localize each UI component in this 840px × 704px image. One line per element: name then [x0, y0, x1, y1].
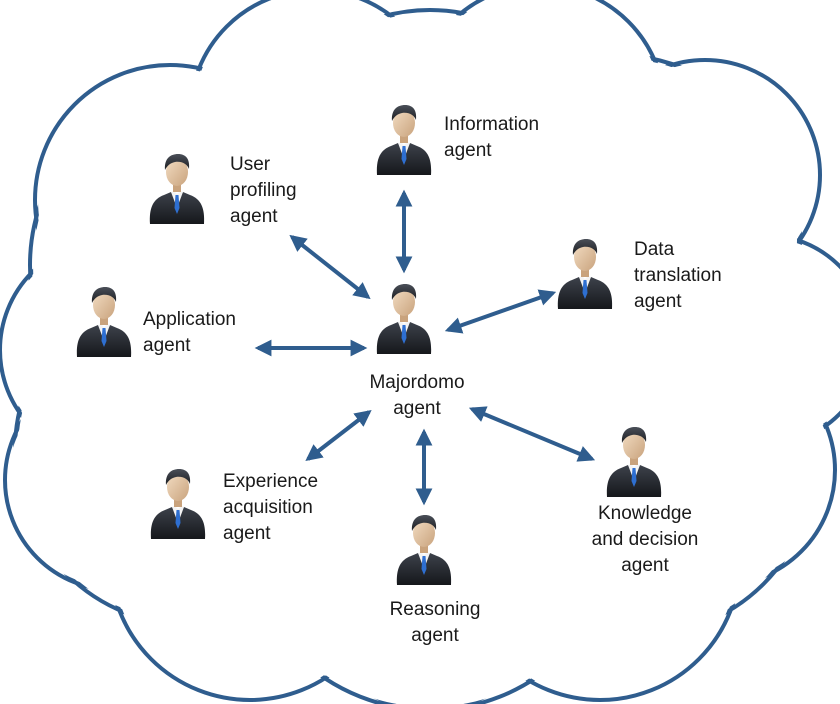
agent-label-line: Experience — [223, 471, 318, 492]
agent-label-line: agent — [634, 291, 682, 312]
agent-information: Information agent — [376, 105, 539, 175]
agent-user-profiling: User profiling agent — [149, 154, 297, 227]
agent-label: Data translation agent — [634, 239, 722, 312]
agent-reasoning: Reasoning agent — [390, 515, 481, 646]
agent-label: Experience acquisition agent — [223, 471, 318, 544]
agent-label-line: agent — [393, 398, 441, 419]
arrow-majordomo-experience-acquisition — [305, 409, 372, 462]
agent-label-line: acquisition — [223, 497, 313, 518]
agent-knowledge-decision: Knowledge and decision agent — [592, 427, 699, 576]
agent-label-line: translation — [634, 265, 722, 286]
agent-label-line: agent — [411, 625, 459, 646]
agent-label: Application agent — [143, 309, 236, 356]
connection-arrows — [254, 189, 596, 506]
agent-label-line: Application — [143, 309, 236, 330]
agent-label-line: agent — [621, 555, 669, 576]
arrow-majordomo-user-profiling — [289, 234, 371, 300]
agent-label-line: agent — [230, 206, 278, 227]
agent-label: Reasoning agent — [390, 599, 481, 646]
agent-label: Information agent — [444, 114, 539, 161]
agent-data-translation: Data translation agent — [557, 239, 722, 312]
arrow-majordomo-knowledge-decision — [468, 406, 596, 462]
agent-majordomo: Majordomo agent — [369, 284, 465, 419]
agent-label-line: User — [230, 154, 271, 175]
agent-label-line: agent — [223, 523, 271, 544]
agent-label-line: agent — [444, 140, 492, 161]
agent-label-line: Data — [634, 239, 675, 260]
agent-label-line: Majordomo — [369, 372, 464, 393]
agent-experience-acquisition: Experience acquisition agent — [150, 469, 318, 544]
agent-label-line: agent — [143, 335, 191, 356]
agent-label-line: Reasoning — [390, 599, 481, 620]
agent-label-line: and decision — [592, 529, 699, 550]
agent-label-line: Information — [444, 114, 539, 135]
agent-label: User profiling agent — [230, 154, 297, 227]
agent-label: Majordomo agent — [369, 372, 464, 419]
agent-application: Application agent — [76, 287, 236, 357]
agent-label-line: profiling — [230, 180, 297, 201]
agent-label: Knowledge and decision agent — [592, 503, 699, 576]
agent-label-line: Knowledge — [598, 503, 692, 524]
arrow-majordomo-data-translation — [444, 289, 557, 334]
